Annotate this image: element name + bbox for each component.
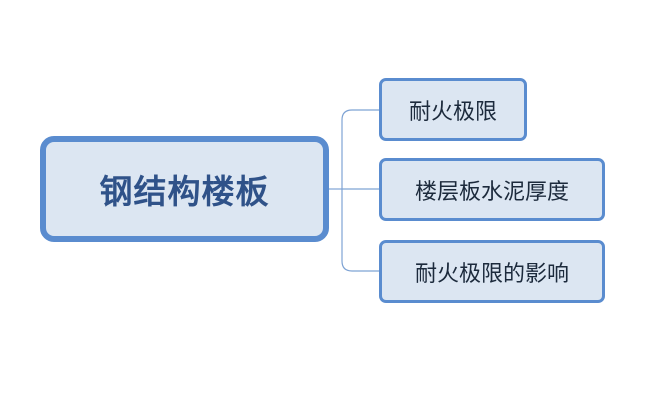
- connector-child-3: [341, 189, 379, 272]
- root-node-label: 钢结构楼板: [99, 172, 270, 211]
- child-node-fire-resistance[interactable]: 耐火极限: [379, 78, 527, 141]
- root-node[interactable]: 钢结构楼板: [40, 136, 329, 242]
- child-node-label: 耐火极限: [408, 99, 497, 125]
- child-node-label: 耐火极限的影响: [414, 261, 569, 287]
- child-node-slab-thickness[interactable]: 楼层板水泥厚度: [379, 158, 605, 221]
- child-node-label: 楼层板水泥厚度: [414, 179, 569, 205]
- connector-child-1: [341, 109, 379, 189]
- child-node-fire-resistance-impact[interactable]: 耐火极限的影响: [379, 240, 605, 303]
